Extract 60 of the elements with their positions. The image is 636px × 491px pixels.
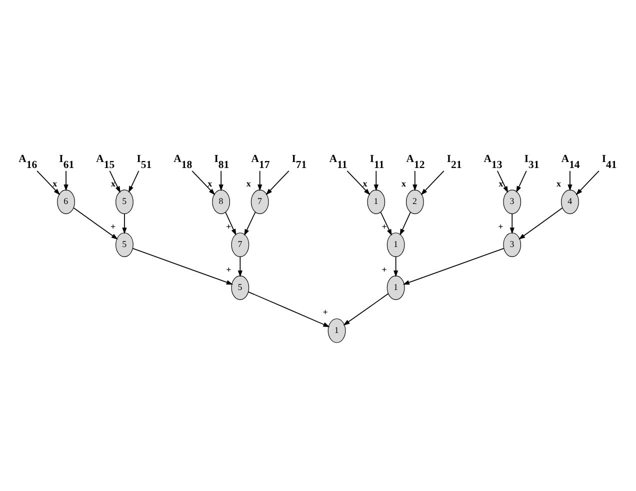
node-label: x — [52, 178, 58, 188]
arrow — [218, 170, 224, 191]
node-label: x — [401, 178, 406, 188]
arrow — [128, 170, 140, 192]
arrow — [374, 170, 378, 191]
arrow — [400, 211, 411, 236]
node-label: x — [208, 178, 212, 188]
arrow — [402, 247, 504, 284]
node-ellipse: 1 — [386, 232, 405, 257]
arrow — [73, 206, 118, 240]
arrow — [192, 170, 216, 195]
node-ellipse: 5 — [116, 189, 134, 214]
arrow — [568, 170, 572, 191]
node-ellipse: 5 — [231, 275, 250, 300]
arrow — [576, 170, 600, 195]
node-ellipse: 1 — [386, 275, 405, 300]
node-ellipse: 8 — [212, 189, 230, 214]
arrow — [510, 212, 514, 234]
node-ellipse: 4 — [561, 189, 579, 214]
node-ellipse: 1 — [367, 189, 386, 214]
arrow — [258, 170, 262, 191]
arrow — [518, 206, 563, 240]
node-ellipse: 1 — [328, 318, 346, 342]
node-label: + — [322, 306, 328, 317]
arrow — [516, 170, 527, 192]
node-label: x — [246, 178, 251, 188]
arrow — [496, 170, 508, 192]
arrow — [36, 170, 60, 195]
node-label: x — [498, 178, 504, 188]
node-ellipse: 5 — [116, 232, 134, 257]
node-label: + — [226, 264, 232, 274]
arrow — [122, 212, 127, 234]
node-label: + — [226, 220, 232, 231]
arrow — [394, 256, 398, 277]
arrow — [346, 170, 370, 195]
node-label: + — [498, 220, 504, 231]
arrow — [132, 247, 234, 284]
node-ellipse: 6 — [57, 189, 75, 214]
arrow — [225, 211, 236, 236]
arrow — [420, 170, 444, 195]
arrow — [248, 290, 330, 327]
node-label: x — [362, 178, 368, 188]
arrow — [380, 211, 392, 236]
node-label: x — [111, 178, 116, 188]
arrow — [266, 170, 290, 195]
node-label: + — [110, 220, 116, 231]
arrow — [238, 256, 242, 277]
arrow — [64, 170, 68, 191]
node-label: x — [556, 178, 562, 188]
node-label: + — [382, 264, 387, 274]
node-ellipse: 7 — [250, 189, 269, 214]
arrow — [412, 170, 418, 191]
arrow — [343, 292, 389, 326]
arrow — [244, 211, 256, 236]
node-label: + — [382, 220, 387, 231]
node-ellipse: 2 — [406, 189, 424, 214]
node-ellipse: 3 — [503, 189, 522, 214]
arrow — [109, 170, 120, 192]
node-ellipse: 7 — [231, 232, 250, 257]
node-ellipse: 3 — [503, 232, 522, 257]
